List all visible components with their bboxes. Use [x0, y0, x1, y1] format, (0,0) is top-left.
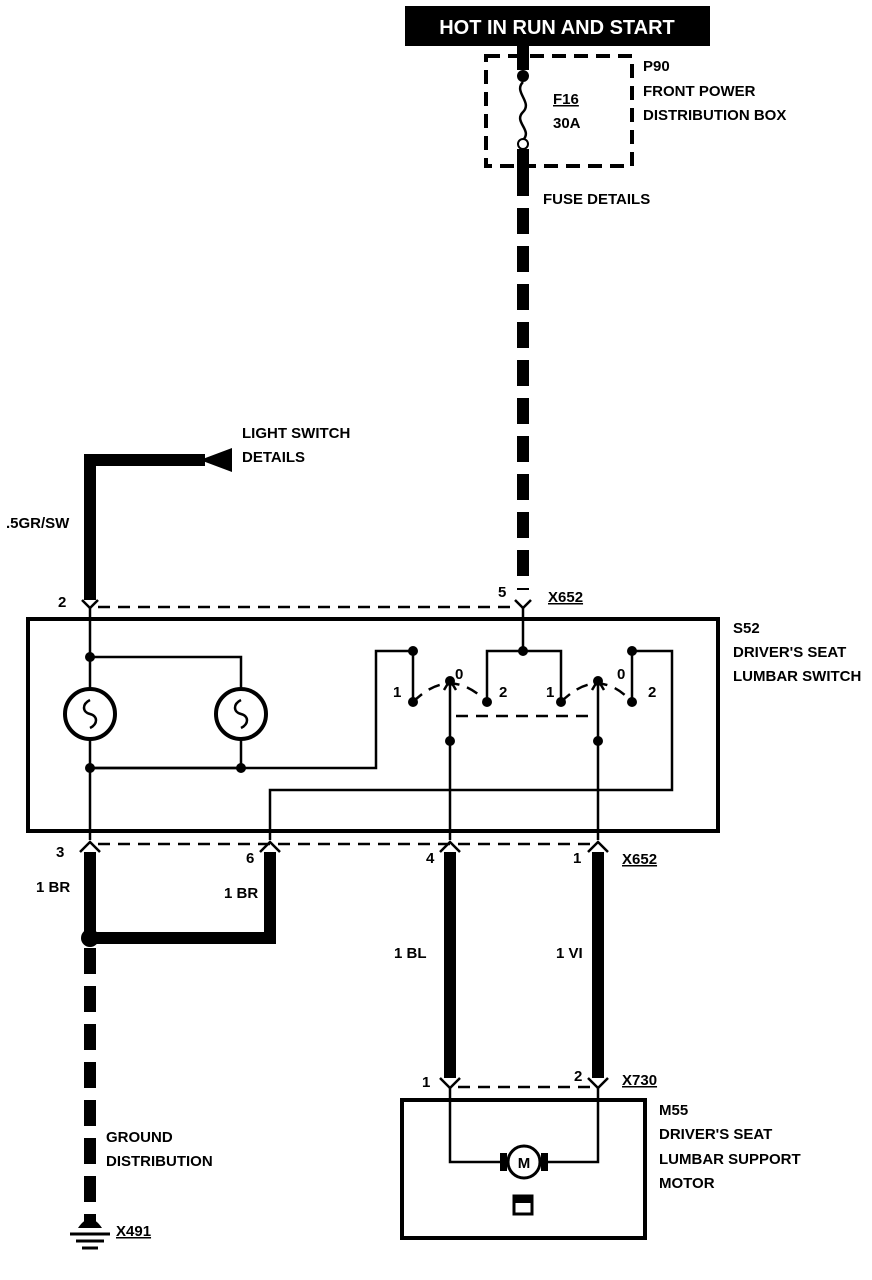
fuse-rating: 30A [553, 115, 581, 132]
fuse-id: F16 [553, 91, 579, 108]
switch-name-1: DRIVER'S SEAT [733, 644, 846, 661]
brush-icon [500, 1153, 507, 1171]
connector-x652-bottom-label: X652 [622, 851, 657, 868]
contact-right-0: 0 [617, 666, 625, 683]
junction-dot [408, 646, 418, 656]
connector-arrow-icon [200, 448, 232, 472]
pin-arrow [587, 840, 609, 853]
header-title: HOT IN RUN AND START [439, 17, 675, 39]
wire [548, 1088, 600, 1164]
pin-arrow [587, 1077, 609, 1090]
wire-br-left-label: 1 BR [36, 879, 70, 896]
fuse-terminal-top [517, 70, 529, 82]
motor-pin-1: 1 [422, 1074, 430, 1091]
light-switch-wire [84, 454, 205, 600]
fuse-box [484, 54, 634, 168]
pin-5: 5 [498, 584, 506, 601]
fuse-box-name-2: DISTRIBUTION BOX [643, 107, 786, 124]
light-switch-label-1: LIGHT SWITCH [242, 425, 350, 442]
rocker-arrow [590, 677, 606, 691]
fuse-element-icon [518, 81, 528, 141]
motor-housing [400, 1098, 647, 1240]
pin6-route-wire [268, 649, 674, 840]
contact-left-0: 0 [455, 666, 463, 683]
wire-gr-sw-label: .5GR/SW [6, 515, 70, 532]
ground-splice [81, 929, 99, 947]
contact-1-left-wire [90, 649, 415, 770]
motor-pin-2: 2 [574, 1068, 582, 1085]
junction-dot [593, 736, 603, 746]
rocker-arrow [442, 677, 458, 691]
component-icon [512, 1194, 534, 1216]
pin5-arrow [514, 599, 532, 610]
light-switch-label-2: DETAILS [242, 449, 305, 466]
rocker-right-travel [560, 682, 633, 703]
pin-4: 4 [426, 850, 435, 867]
wire [448, 1088, 500, 1164]
ground-symbol-icon [70, 1232, 110, 1250]
motor-symbol: M [518, 1155, 531, 1172]
ground-cap-icon [78, 1219, 102, 1228]
ground-wire-br-right [90, 852, 276, 944]
wire-br-right-label: 1 BR [224, 885, 258, 902]
connector-x652-top-label: X652 [548, 589, 583, 606]
fuse-terminal-bottom [517, 138, 529, 150]
ground-label-2: DISTRIBUTION [106, 1153, 213, 1170]
contact-right-1: 1 [546, 684, 554, 701]
wire-bl-label: 1 BL [394, 945, 427, 962]
contact-left-1: 1 [393, 684, 401, 701]
pin-arrow [439, 840, 461, 853]
switch-name-2: LUMBAR SWITCH [733, 668, 861, 685]
junction-dot [85, 652, 95, 662]
brush-icon [541, 1153, 548, 1171]
motor-name-2: LUMBAR SUPPORT [659, 1151, 801, 1168]
lamp-circuit-top [90, 655, 243, 690]
fuse-box-id: P90 [643, 58, 670, 75]
wire-vi-label: 1 VI [556, 945, 583, 962]
pin-arrow [439, 1077, 461, 1090]
wire [485, 649, 563, 700]
header-bar [405, 6, 710, 46]
contact-left-2: 2 [499, 684, 507, 701]
pin-1: 1 [573, 850, 581, 867]
ground-label-1: GROUND [106, 1129, 173, 1146]
fuse-box-name-1: FRONT POWER [643, 83, 756, 100]
junction-dot [445, 736, 455, 746]
filament-icon [233, 698, 249, 730]
junction-dot [627, 646, 637, 656]
pin-arrow [79, 840, 101, 853]
pin2-arrow [81, 599, 99, 610]
lamp-circuit-bottom [90, 740, 243, 770]
connector-x730-label: X730 [622, 1072, 657, 1089]
switch-id: S52 [733, 620, 760, 637]
motor-icon [506, 1144, 542, 1180]
motor-name-1: DRIVER'S SEAT [659, 1126, 772, 1143]
lumbar-switch-housing [26, 617, 720, 833]
motor-id: M55 [659, 1102, 688, 1119]
pin-arrow [259, 840, 281, 853]
pin-2: 2 [58, 594, 66, 611]
motor-name-3: MOTOR [659, 1175, 715, 1192]
pin-6: 6 [246, 850, 254, 867]
ground-connector-label: X491 [116, 1223, 151, 1240]
pin-3: 3 [56, 844, 64, 861]
contact-right-2: 2 [648, 684, 656, 701]
fuse-details-link: FUSE DETAILS [543, 191, 650, 208]
filament-icon [82, 698, 98, 730]
